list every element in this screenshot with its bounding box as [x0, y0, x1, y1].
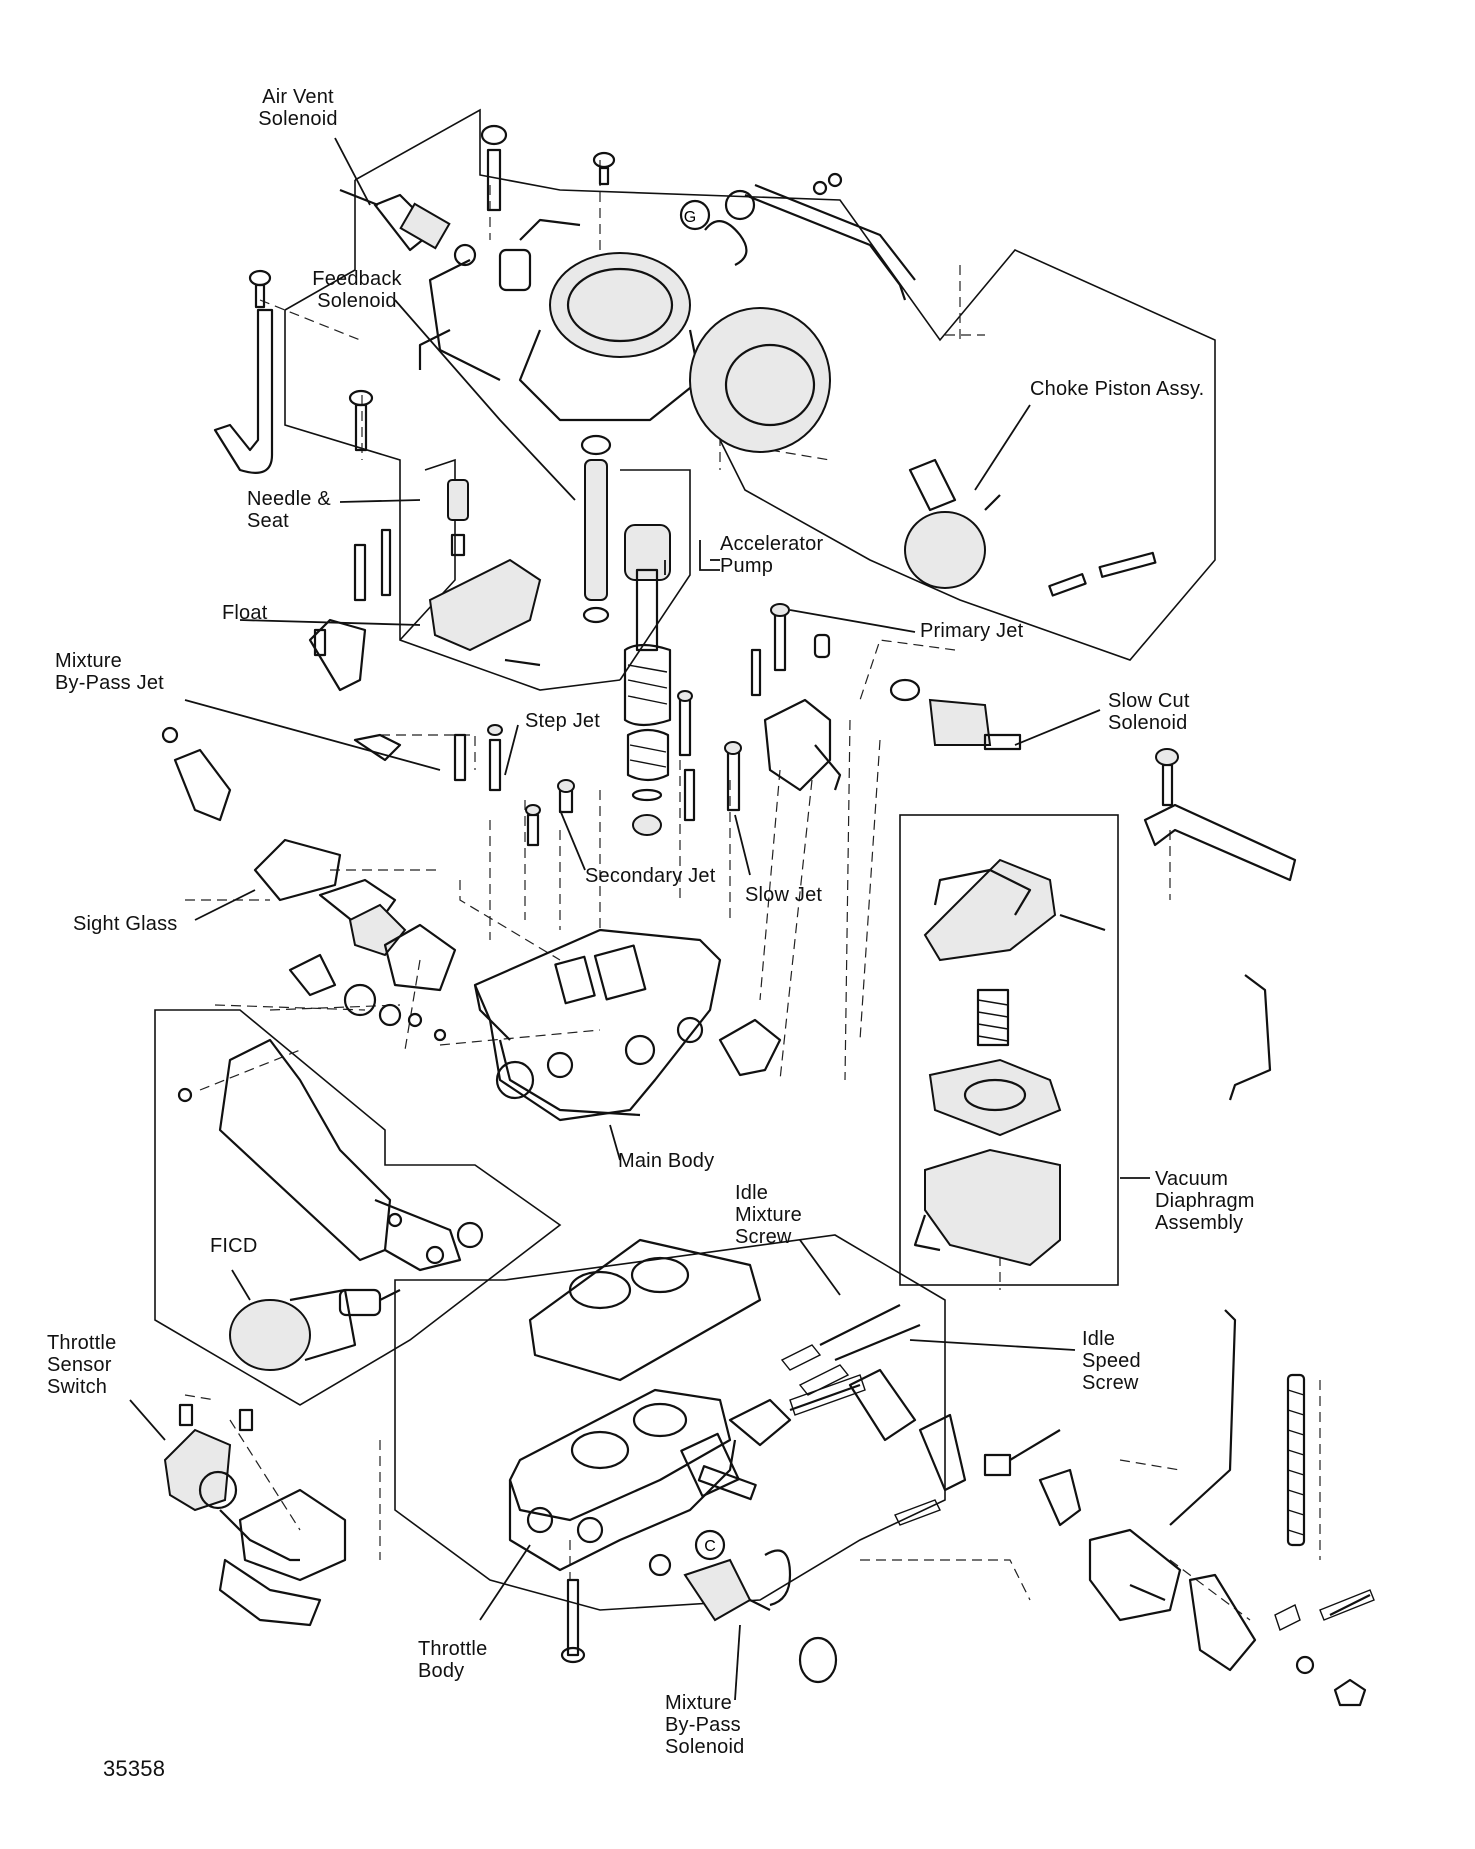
top-screws	[248, 124, 843, 452]
callout-g: G	[684, 209, 696, 226]
link-rod-right	[1228, 974, 1272, 1101]
label-slow-cut-solenoid: Slow Cut Solenoid	[1108, 690, 1190, 734]
clip-left	[161, 726, 232, 822]
label-ficd: FICD	[210, 1235, 258, 1257]
air-horn	[418, 218, 831, 453]
label-accelerator-pump: Accelerator Pump	[720, 533, 824, 577]
label-step-jet: Step Jet	[525, 710, 600, 732]
ficd-bracket	[177, 1038, 484, 1272]
label-mixture-bypass-jet: Mixture By-Pass Jet	[55, 650, 164, 694]
ficd-frame	[154, 1009, 562, 1406]
choke-piston-assy	[904, 458, 1157, 597]
label-sight-glass: Sight Glass	[73, 913, 178, 935]
air-vent-solenoid	[339, 188, 477, 267]
main-body	[473, 928, 782, 1122]
throttle-body-frame	[394, 1234, 946, 1611]
label-feedback-solenoid: Feedback Solenoid	[312, 268, 402, 312]
label-air-vent-solenoid: Air Vent Solenoid	[258, 86, 338, 130]
idle-screws	[780, 1304, 921, 1416]
return-spring	[1286, 1373, 1306, 1547]
bracket-left	[213, 308, 274, 474]
bracket-far-right	[1143, 748, 1297, 882]
needle-and-seat	[447, 479, 469, 557]
throttle-sensor-switch	[163, 1403, 347, 1627]
throttle-linkage	[848, 1309, 1375, 1707]
bottom-screw	[560, 1578, 586, 1664]
throttle-body	[508, 1388, 792, 1572]
figure-number: 35358	[103, 1756, 166, 1781]
label-primary-jet: Primary Jet	[920, 620, 1024, 642]
label-float: Float	[222, 602, 268, 624]
ficd-unit	[229, 1288, 401, 1371]
label-vacuum-diaphragm-assembly: Vacuum Diaphragm Assembly	[1155, 1168, 1255, 1234]
label-throttle-body: Throttle Body	[418, 1638, 488, 1682]
label-idle-mixture-screw: Idle Mixture Screw	[735, 1182, 802, 1248]
slow-cut-solenoid	[889, 678, 1022, 751]
label-mixture-bypass-solenoid: Mixture By-Pass Solenoid	[665, 1692, 745, 1758]
vacuum-diaphragm-frame	[899, 814, 1119, 1286]
label-slow-jet: Slow Jet	[745, 884, 823, 906]
jet-bracket-right	[763, 698, 842, 792]
sight-glass	[253, 838, 457, 1042]
vacuum-diaphragm-assembly	[913, 858, 1106, 1267]
accelerator-pump	[623, 524, 672, 836]
callout-c: C	[704, 1538, 716, 1555]
label-needle-and-seat: Needle & Seat	[247, 488, 331, 532]
label-throttle-sensor-switch: Throttle Sensor Switch	[47, 1332, 117, 1398]
mixture-bypass-solenoid: C	[648, 1529, 838, 1684]
label-idle-speed-screw: Idle Speed Screw	[1082, 1328, 1141, 1394]
leader-lines	[129, 137, 1150, 1701]
throttle-gasket	[528, 1238, 762, 1382]
label-main-body: Main Body	[618, 1150, 715, 1172]
label-choke-piston-assy: Choke Piston Assy.	[1030, 378, 1205, 400]
label-secondary-jet: Secondary Jet	[585, 865, 716, 887]
jets	[453, 603, 831, 847]
feedback-solenoid	[580, 434, 612, 624]
choke-link-rod: G	[679, 183, 916, 301]
assembly-outlines	[154, 108, 1216, 1611]
float	[308, 528, 542, 762]
